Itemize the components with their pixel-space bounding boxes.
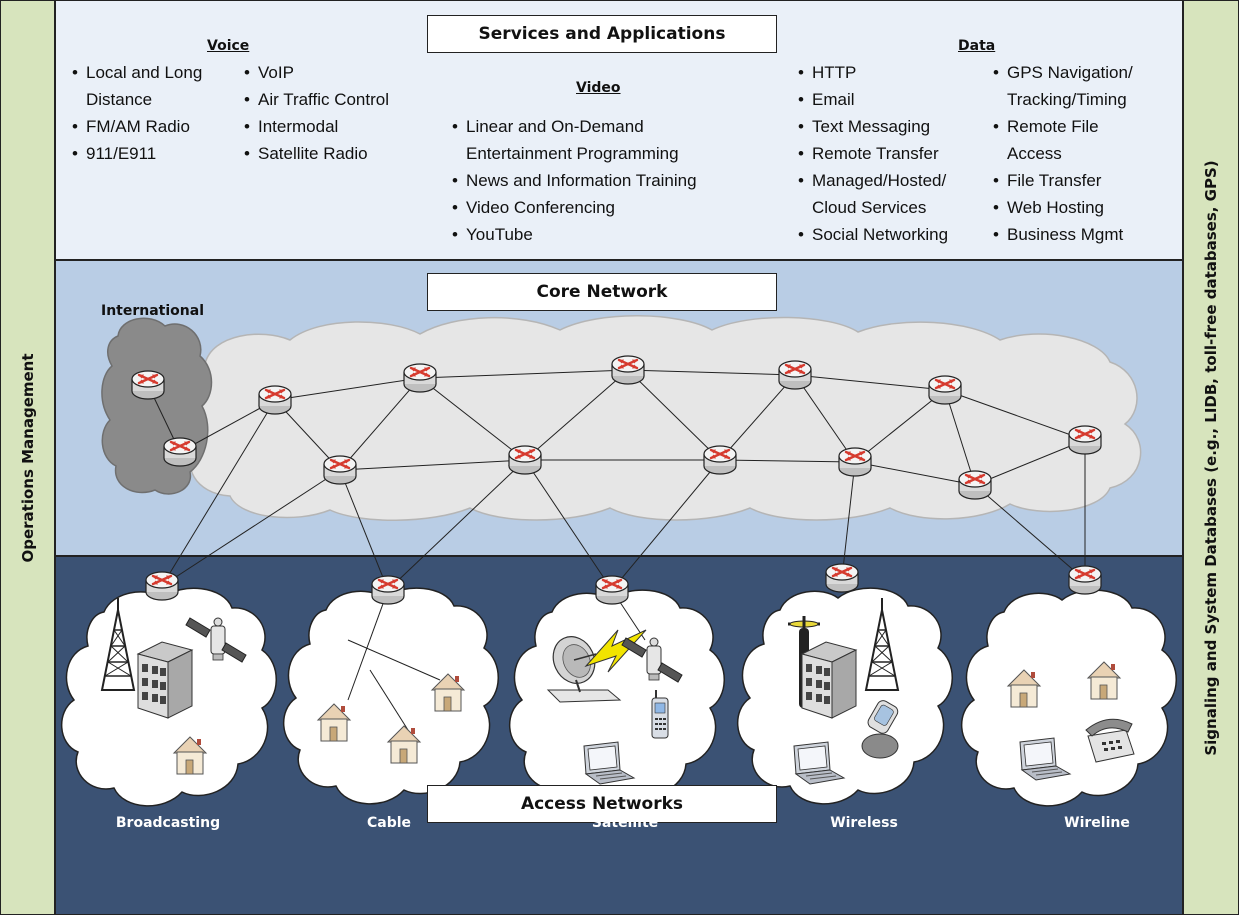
- data-item: GPS Navigation/: [993, 59, 1133, 86]
- video-item-text: Entertainment Programming: [466, 144, 679, 163]
- data-list-1: HTTP Email Text Messaging Remote Transfe…: [798, 59, 948, 248]
- voice-item-cont: Distance: [72, 86, 202, 113]
- router-icon: [130, 369, 166, 401]
- router-icon: [370, 574, 406, 606]
- router-icon: [594, 574, 630, 606]
- data-heading: Data: [958, 38, 996, 54]
- router-icon: [1067, 424, 1103, 456]
- signaling-databases-bar: Signaling and System Databases (e.g., LI…: [1183, 0, 1239, 915]
- wireline-label: Wireline: [1064, 815, 1130, 831]
- video-list: Linear and On-Demand Entertainment Progr…: [452, 113, 697, 248]
- router-icon: [777, 359, 813, 391]
- data-item-text: Access: [1007, 144, 1062, 163]
- video-heading: Video: [576, 80, 621, 96]
- services-title: Services and Applications: [427, 15, 777, 53]
- router-icon: [957, 469, 993, 501]
- router-icon: [257, 384, 293, 416]
- wireless-label: Wireless: [830, 815, 898, 831]
- cable-label: Cable: [366, 815, 412, 831]
- router-icon: [322, 454, 358, 486]
- router-icon: [507, 444, 543, 476]
- voice-item: VoIP: [244, 59, 389, 86]
- voice-list-1: Local and Long Distance FM/AM Radio 911/…: [72, 59, 202, 167]
- router-icon: [702, 444, 738, 476]
- video-item: News and Information Training: [452, 167, 697, 194]
- router-icon: [824, 562, 860, 594]
- data-item-text: Cloud Services: [812, 198, 927, 217]
- voice-item: Local and Long: [72, 59, 202, 86]
- voice-item: 911/E911: [72, 140, 202, 167]
- router-icon: [162, 436, 198, 468]
- data-item-cont: Cloud Services: [798, 194, 948, 221]
- cable-cloud: [282, 587, 499, 805]
- data-item: Remote File: [993, 113, 1133, 140]
- data-item-cont: Access: [993, 140, 1133, 167]
- router-icon: [610, 354, 646, 386]
- satellite-devices: [544, 628, 683, 785]
- voice-item-text: Distance: [86, 90, 153, 109]
- core-network-cloud: [180, 315, 1142, 521]
- access-networks-title: Access Networks: [427, 785, 777, 823]
- data-item: File Transfer: [993, 167, 1133, 194]
- data-item: Managed/Hosted/: [798, 167, 948, 194]
- voice-item: Satellite Radio: [244, 140, 389, 167]
- video-item: Linear and On-Demand: [452, 113, 697, 140]
- voice-item: Air Traffic Control: [244, 86, 389, 113]
- data-item: Social Networking: [798, 221, 948, 248]
- router-icon: [837, 446, 873, 478]
- router-icon: [402, 362, 438, 394]
- router-icon: [144, 570, 180, 602]
- video-item: YouTube: [452, 221, 697, 248]
- office-building-icon: [137, 641, 193, 719]
- voice-heading: Voice: [207, 38, 250, 54]
- international-label: International: [101, 303, 205, 319]
- data-item: Text Messaging: [798, 113, 948, 140]
- data-list-2: GPS Navigation/ Tracking/Timing Remote F…: [993, 59, 1133, 248]
- core-network-title: Core Network: [427, 273, 777, 311]
- satellite-label: Satellite: [591, 815, 659, 831]
- data-item-cont: Tracking/Timing: [993, 86, 1133, 113]
- operations-management-bar: Operations Management: [0, 0, 55, 915]
- international-cloud: [101, 317, 213, 495]
- network-links: [147, 369, 1086, 731]
- office-building-icon: [801, 641, 857, 719]
- video-item: Video Conferencing: [452, 194, 697, 221]
- data-item: Business Mgmt: [993, 221, 1133, 248]
- data-item-text: Tracking/Timing: [1007, 90, 1127, 109]
- voice-list-2: VoIP Air Traffic Control Intermodal Sate…: [244, 59, 389, 167]
- broadcasting-label: Broadcasting: [115, 815, 221, 831]
- data-item: Web Hosting: [993, 194, 1133, 221]
- data-item: HTTP: [798, 59, 948, 86]
- router-icon: [1067, 564, 1103, 596]
- data-item: Email: [798, 86, 948, 113]
- data-item: Remote Transfer: [798, 140, 948, 167]
- voice-item: Intermodal: [244, 113, 389, 140]
- voice-item: FM/AM Radio: [72, 113, 202, 140]
- router-icon: [927, 374, 963, 406]
- video-item-cont: Entertainment Programming: [452, 140, 697, 167]
